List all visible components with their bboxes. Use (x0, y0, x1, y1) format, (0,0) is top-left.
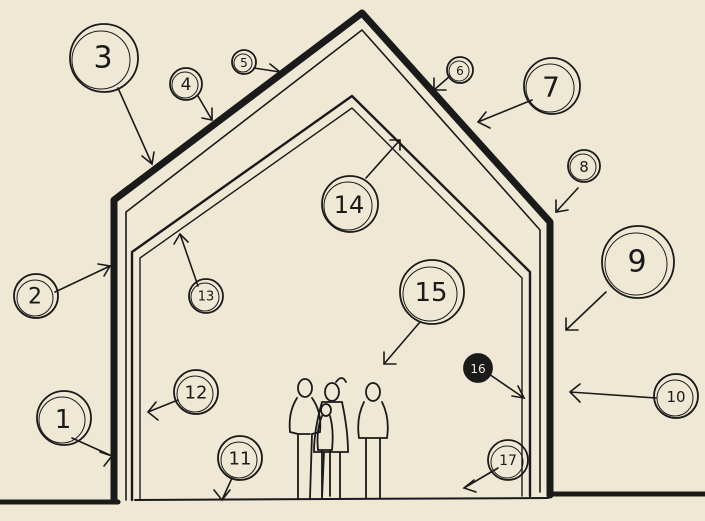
callout-label: 3 (93, 41, 112, 76)
callout-label: 4 (181, 75, 192, 95)
callout-label: 7 (542, 71, 560, 104)
callout-label: 13 (198, 290, 215, 305)
callout-16: 16 (464, 354, 492, 382)
callout-label: 15 (414, 278, 447, 308)
callout-label: 6 (456, 64, 464, 78)
callout-label: 1 (55, 405, 72, 435)
callout-label: 12 (185, 383, 208, 404)
callout-label: 9 (627, 245, 646, 280)
callout-label: 11 (229, 449, 252, 470)
callout-label: 5 (240, 56, 248, 70)
callout-label: 8 (579, 158, 589, 176)
callout-label: 17 (499, 453, 517, 469)
callout-label: 10 (666, 388, 685, 406)
callout-label: 2 (28, 285, 42, 310)
callout-label: 14 (334, 191, 365, 219)
callout-label: 16 (470, 362, 485, 376)
